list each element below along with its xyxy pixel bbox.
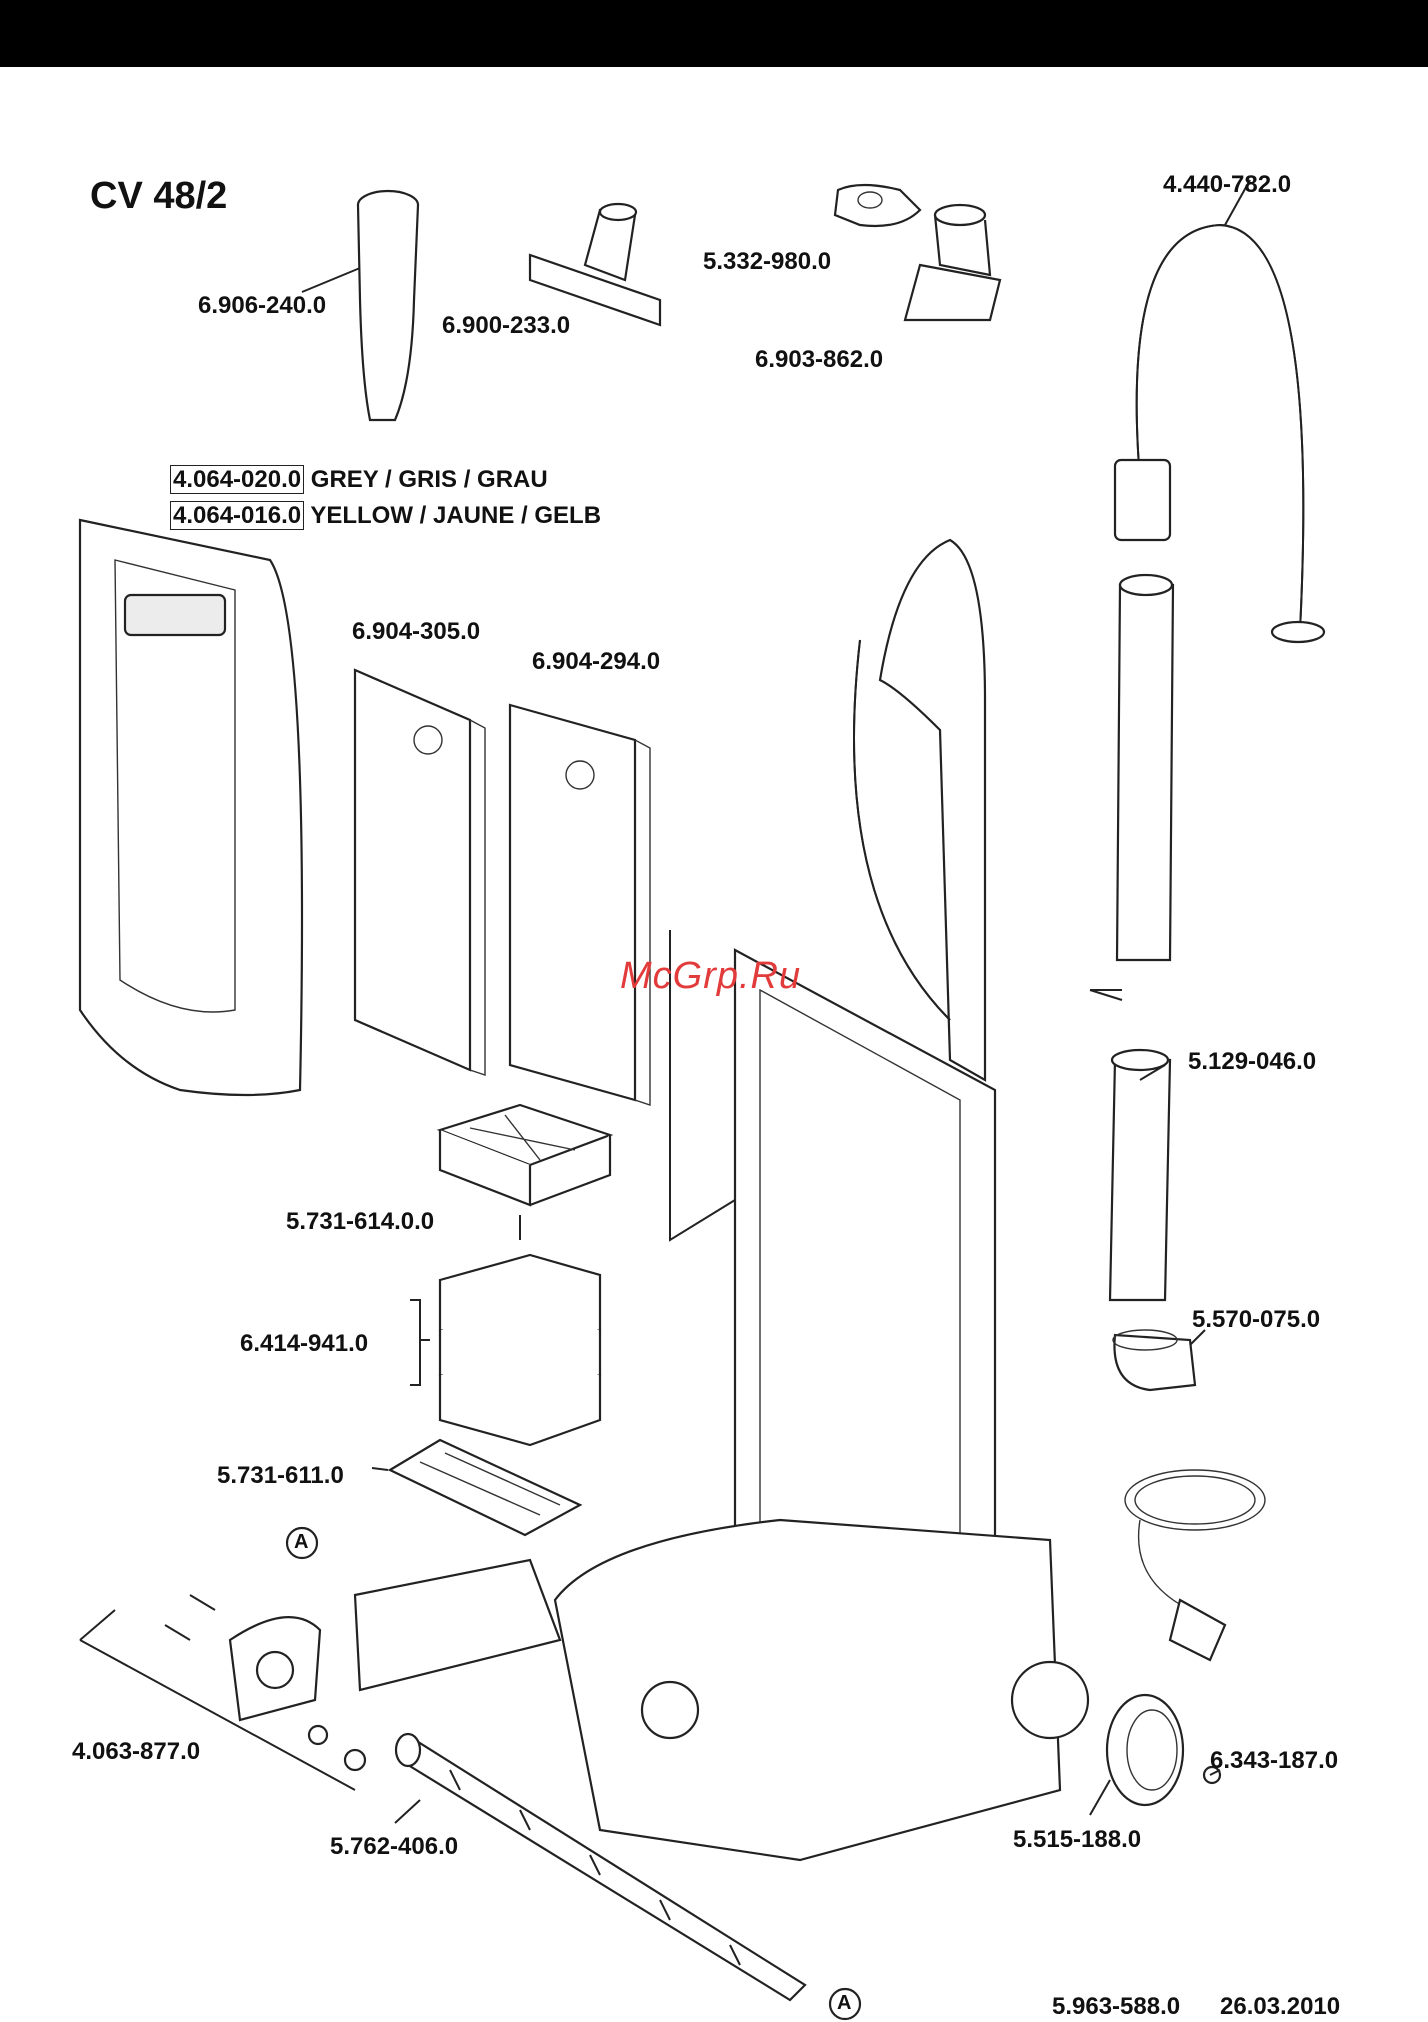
part-label-p2: 6.900-233.0 (442, 312, 571, 339)
marker-a-top: A (294, 1531, 309, 1553)
vacuum-body-drawing (353, 538, 1090, 1862)
part-label-p6: 4.064-020.0 GREY / GRIS / GRAU (170, 465, 548, 494)
part-note-p6: GREY / GRIS / GRAU (310, 466, 548, 493)
footer-doc-number: 5.963-588.0 (1052, 1993, 1181, 2020)
front-cover-drawing (78, 518, 304, 1097)
part-label-p9: 6.904-294.0 (532, 648, 661, 675)
part-label-p4: 6.903-862.0 (755, 346, 884, 373)
wheel-drawing (1105, 1693, 1222, 1807)
accessory-clip-drawing (833, 183, 922, 228)
upholstery-nozzle-drawing (528, 202, 662, 327)
marker-a-bottom: A (837, 1992, 852, 2014)
part-label-p5: 4.440-782.0 (1163, 171, 1292, 198)
marker-a-bottom-circle (828, 1987, 862, 2021)
part-label-p7: 4.064-016.0 YELLOW / JAUNE / GELB (170, 501, 602, 530)
part-label-p16: 6.343-187.0 (1210, 1747, 1339, 1774)
brush-roller-drawing (394, 1732, 807, 2002)
dust-bag-305-drawing (353, 668, 486, 1076)
part-note-p7: YELLOW / JAUNE / GELB (310, 502, 602, 529)
top-bar (0, 0, 1428, 67)
watermark: McGrp.Ru (620, 955, 802, 997)
crevice-nozzle-drawing (356, 189, 420, 422)
part-label-p17: 5.515-188.0 (1013, 1826, 1142, 1853)
power-cord-drawing (1124, 1469, 1266, 1662)
exhaust-grille-drawing (387, 1438, 583, 1537)
part-label-p18: 5.762-406.0 (330, 1833, 459, 1860)
dust-bag-294-drawing (508, 703, 651, 1106)
part-label-p1: 6.906-240.0 (198, 292, 327, 319)
marker-a-top-circle (285, 1526, 319, 1560)
dusting-brush-drawing (903, 203, 1002, 322)
part-label-p14: 5.731-611.0 (217, 1462, 344, 1489)
leader-lines (301, 179, 1251, 1824)
part-label-p3: 5.332-980.0 (703, 248, 832, 275)
part-label-p11: 5.731-614.0.0 (286, 1208, 435, 1235)
hose-clip-drawing (1112, 1329, 1197, 1392)
exhaust-filter-stack-drawing (410, 1253, 602, 1447)
part-number-p6: 4.064-020.0 (170, 465, 305, 494)
part-number-p7: 4.064-016.0 (170, 501, 305, 530)
part-label-p15: 4.063-877.0 (72, 1738, 201, 1765)
suction-tube-drawing (1108, 573, 1175, 1302)
part-label-p8: 6.904-305.0 (352, 618, 481, 645)
side-bracket-drawing (79, 1594, 367, 1791)
footer-date: 26.03.2010 (1220, 1993, 1341, 2020)
motor-filter-drawing (436, 1103, 614, 1207)
part-label-p12: 6.414-941.0 (240, 1330, 369, 1357)
suction-hose-drawing (1113, 223, 1326, 644)
part-label-p13: 5.570-075.0 (1192, 1306, 1321, 1333)
part-label-p10: 5.129-046.0 (1188, 1048, 1317, 1075)
page-title: CV 48/2 (90, 175, 228, 217)
